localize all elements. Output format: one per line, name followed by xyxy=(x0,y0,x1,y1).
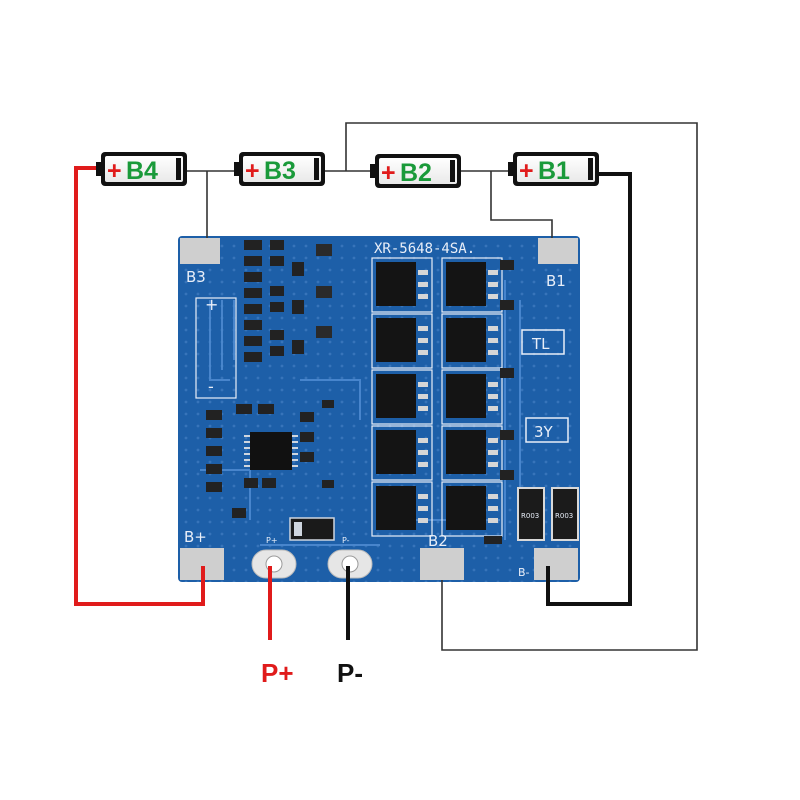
mosfet-6 xyxy=(441,257,503,313)
board-model-text: XR-5648-4SA. xyxy=(374,241,475,257)
cell-plus-icon: + xyxy=(245,157,260,185)
mosfet-array xyxy=(371,257,503,537)
cell-label: B2 xyxy=(400,159,432,187)
pad-b1 xyxy=(538,238,578,264)
mosfet-8 xyxy=(441,369,503,425)
mosfet-4 xyxy=(371,425,433,481)
bms-board: B3 B1 B+ B2 B- XR-5648-4SA. + - P+ P- TL… xyxy=(178,236,580,582)
pad-b2 xyxy=(420,548,464,580)
bms-controller-ic xyxy=(244,432,298,470)
cell-label: B1 xyxy=(538,157,570,185)
mosfet-2 xyxy=(371,313,433,369)
smd-components-right xyxy=(484,260,514,544)
silk-plus-mark: + xyxy=(205,295,218,314)
pad-bminus xyxy=(534,548,578,580)
wire-bminus-black xyxy=(546,172,632,606)
cell-plus-icon: + xyxy=(381,159,396,187)
cell-plus-icon: + xyxy=(107,157,122,185)
cell-b1: + B1 xyxy=(508,152,599,186)
silk-3y: 3Y xyxy=(534,423,554,441)
pad-b3 xyxy=(180,238,220,264)
smd-components-lower xyxy=(206,400,334,518)
balance-connector-outline xyxy=(195,297,237,399)
cell-label: B4 xyxy=(126,157,158,185)
cell-plus-icon: + xyxy=(519,157,534,185)
mosfet-9 xyxy=(441,425,503,481)
terminal-pplus-label: P+ xyxy=(261,658,294,688)
mosfet-3 xyxy=(371,369,433,425)
cell-b2: + B2 xyxy=(370,154,461,188)
terminal-pminus-label: P- xyxy=(337,658,363,688)
silk-minus-mark: - xyxy=(208,377,214,396)
wire-b2-b1-loop xyxy=(345,122,698,651)
wiring xyxy=(74,122,698,651)
mosfet-7 xyxy=(441,313,503,369)
cell-b3: + B3 xyxy=(234,152,325,186)
shunt-code-left: R003 xyxy=(521,512,539,520)
wire-bplus-red xyxy=(74,166,205,606)
silk-b2: B2 xyxy=(428,532,448,550)
smd-resistor-column xyxy=(244,240,332,362)
mosfet-5 xyxy=(371,481,433,537)
cell-b4: + B4 xyxy=(96,152,187,186)
shunt-code-right: R003 xyxy=(555,512,573,520)
silk-bplus: B+ xyxy=(184,528,207,546)
mosfet-10 xyxy=(441,481,503,537)
mosfet-1 xyxy=(371,257,433,313)
cell-label: B3 xyxy=(264,157,296,185)
current-shunt-resistors: R003 R003 xyxy=(517,487,579,541)
silk-tl: TL xyxy=(531,335,550,353)
silk-pplus-mark: P+ xyxy=(266,536,278,545)
silk-b3: B3 xyxy=(186,268,206,286)
wire-b1-pad xyxy=(490,171,553,238)
silk-bminus: B- xyxy=(518,566,530,579)
silk-pminus-mark: P- xyxy=(342,536,350,545)
silk-b1: B1 xyxy=(546,272,566,290)
